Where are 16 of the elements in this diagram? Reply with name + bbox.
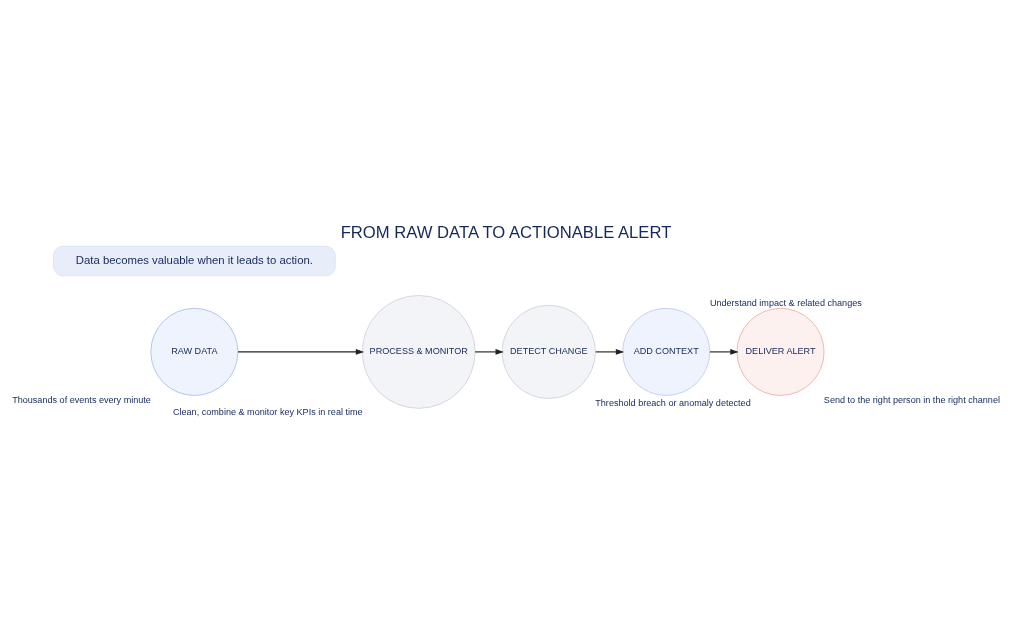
node-label: Understand impact & related changes (709, 297, 862, 308)
node-label: Threshold breach or anomaly detected (595, 397, 751, 408)
diagram-title: FROM RAW DATA TO ACTIONABLE ALERT (340, 223, 672, 243)
node-circle: DELIVER ALERT (736, 308, 825, 396)
node-circle: PROCESS & MONITOR (361, 295, 476, 409)
arrow (709, 348, 739, 355)
node-circle: ADD CONTEXT (622, 308, 711, 396)
node-label: Clean, combine & monitor key KPIs in real time (172, 407, 363, 418)
arrow (237, 348, 365, 355)
node-circle: RAW DATA (150, 308, 239, 396)
node-circle: DETECT CHANGE (501, 304, 596, 399)
arrow (595, 348, 625, 355)
node-label: Send to the right person in the right channel (823, 394, 1000, 405)
arrow (474, 348, 504, 355)
node-box: Data becomes valuable when it leads to action. (53, 245, 336, 277)
node-label: Thousands of events every minute (12, 394, 151, 405)
